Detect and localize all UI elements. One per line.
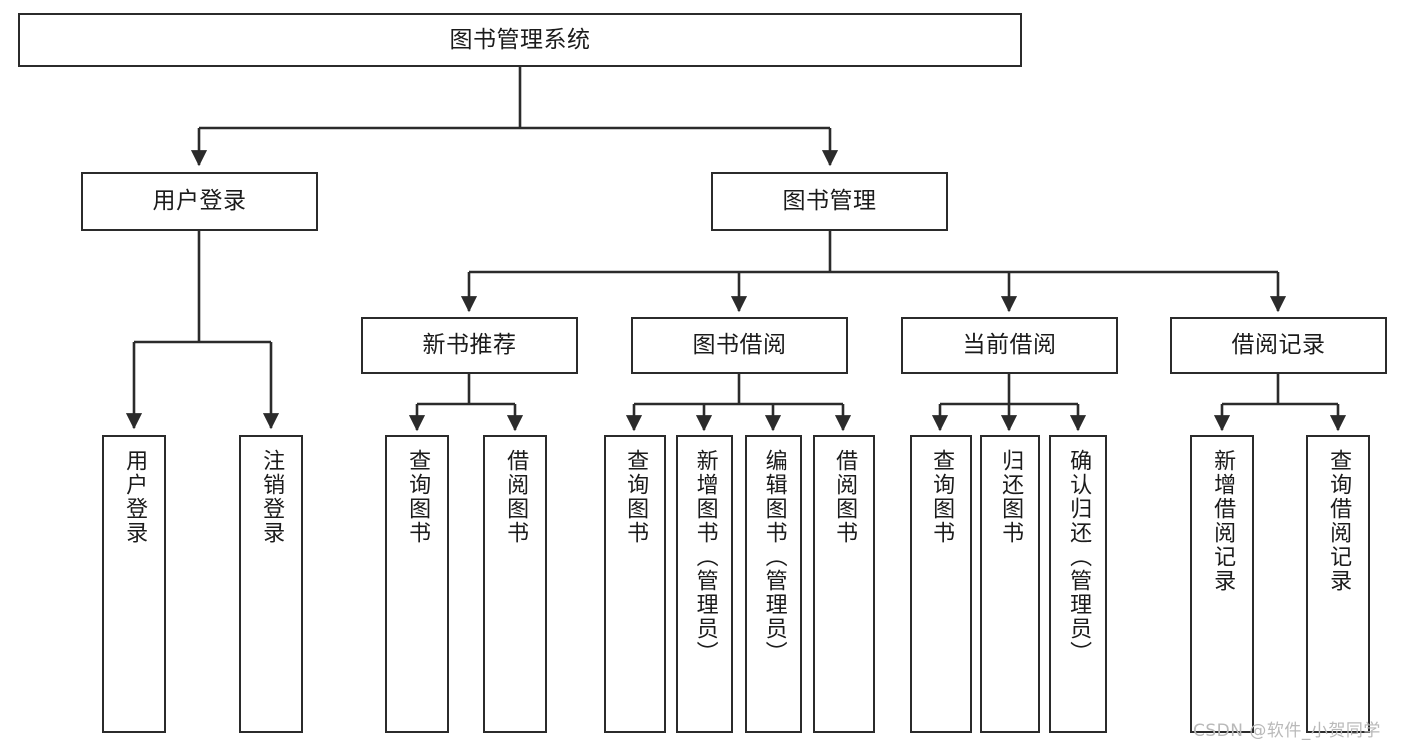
leaf-user-login[interactable]: 用户登录 — [102, 435, 166, 733]
leaf-borrow-book-label: 借阅图书 — [832, 449, 858, 545]
leaf-borrow-book-new-label: 借阅图书 — [503, 449, 529, 545]
node-book-management-label: 图书管理 — [782, 188, 877, 215]
watermark-text: CSDN @软件_小贺同学 — [1193, 721, 1381, 741]
leaf-return-book[interactable]: 归还图书 — [980, 435, 1040, 733]
leaf-return-book-label: 归还图书 — [998, 449, 1024, 545]
leaf-add-book-admin-label: 新增图书（管理员） — [692, 449, 718, 665]
node-borrow-records-label: 借阅记录 — [1231, 332, 1326, 359]
node-new-book-recommend[interactable]: 新书推荐 — [361, 317, 578, 374]
leaf-query-book-current-label: 查询图书 — [929, 449, 955, 545]
node-book-borrow-label: 图书借阅 — [692, 332, 787, 359]
leaf-query-book-current[interactable]: 查询图书 — [910, 435, 972, 733]
leaf-confirm-return-admin-label: 确认归还（管理员） — [1066, 449, 1092, 665]
node-user-login-label: 用户登录 — [152, 188, 247, 215]
node-root[interactable]: 图书管理系统 — [18, 13, 1022, 67]
leaf-borrow-book-new[interactable]: 借阅图书 — [483, 435, 547, 733]
node-book-management[interactable]: 图书管理 — [711, 172, 948, 231]
node-user-login[interactable]: 用户登录 — [81, 172, 318, 231]
leaf-query-book-new-label: 查询图书 — [405, 449, 431, 545]
leaf-borrow-book[interactable]: 借阅图书 — [813, 435, 875, 733]
node-current-borrow[interactable]: 当前借阅 — [901, 317, 1118, 374]
leaf-query-borrow-record[interactable]: 查询借阅记录 — [1306, 435, 1370, 733]
leaf-add-borrow-record-label: 新增借阅记录 — [1210, 449, 1236, 593]
leaf-edit-book-admin-label: 编辑图书（管理员） — [761, 449, 787, 665]
node-new-book-recommend-label: 新书推荐 — [422, 332, 517, 359]
node-root-label: 图书管理系统 — [449, 26, 591, 53]
node-current-borrow-label: 当前借阅 — [962, 332, 1057, 359]
leaf-query-book-new[interactable]: 查询图书 — [385, 435, 449, 733]
node-book-borrow[interactable]: 图书借阅 — [631, 317, 848, 374]
leaf-logout[interactable]: 注销登录 — [239, 435, 303, 733]
leaf-query-book-borrow-label: 查询图书 — [623, 449, 649, 545]
leaf-logout-label: 注销登录 — [259, 449, 285, 545]
leaf-add-borrow-record[interactable]: 新增借阅记录 — [1190, 435, 1254, 733]
leaf-user-login-label: 用户登录 — [122, 449, 148, 545]
node-borrow-records[interactable]: 借阅记录 — [1170, 317, 1387, 374]
leaf-query-book-borrow[interactable]: 查询图书 — [604, 435, 666, 733]
leaf-confirm-return-admin[interactable]: 确认归还（管理员） — [1049, 435, 1107, 733]
leaf-edit-book-admin[interactable]: 编辑图书（管理员） — [745, 435, 802, 733]
leaf-query-borrow-record-label: 查询借阅记录 — [1326, 449, 1352, 593]
leaf-add-book-admin[interactable]: 新增图书（管理员） — [676, 435, 733, 733]
